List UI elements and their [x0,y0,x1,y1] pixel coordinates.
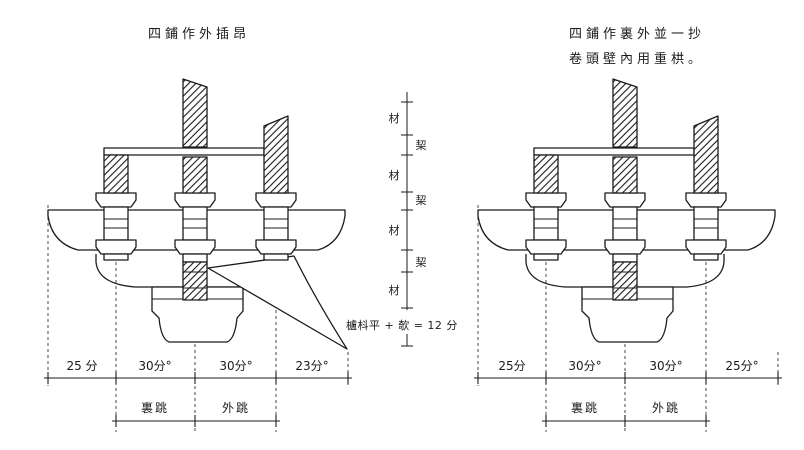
left-dimension-label: 30分° [219,359,252,373]
bracket-arm-section [693,206,719,241]
left-figure-title: 四鋪作外插昂 [148,26,250,42]
scale-label-cai: 材 [389,283,400,297]
small-block-lower [95,239,137,255]
scale-label-qi: 栔 [416,194,427,207]
main-bearing-block [581,286,674,343]
bracket-drawings [44,78,782,432]
beam-end-outer [263,115,289,194]
left-outer-jump-label: 外跳 [222,401,250,415]
left-dimension-label: 25 分 [66,359,97,373]
main-bearing-block [151,286,244,343]
block-neck [182,253,208,263]
longitudinal-beam [103,147,265,156]
right-outer-jump-label: 外跳 [652,401,680,415]
left-bracket-set [44,78,352,432]
small-block-lower [525,239,567,255]
bracket-arm-section [533,206,559,241]
right-figure-title-line-1: 四鋪作裏外並一抄 [569,26,705,42]
right-dimension-label: 25分° [725,359,758,373]
small-block-lower [255,239,297,255]
right-figure-title-line-2: 卷頭壁內用重栱。 [569,51,705,67]
right-dimension-label: 30分° [568,359,601,373]
left-inner-jump-label: 裏跳 [141,400,169,415]
scale-label-qi: 栔 [416,256,427,269]
hatched-block-inner [533,154,559,194]
scale-label-cai: 材 [389,111,400,125]
left-dimension-label: 23分° [295,359,328,373]
right-bracket-set [474,78,782,432]
projecting-arm-section [612,261,638,301]
right-inner-jump-label: 裏跳 [571,400,599,415]
block-neck [693,253,719,261]
small-block-upper [525,192,567,208]
small-block-lower [174,239,216,255]
hatched-block-inner [103,154,129,194]
bracket-arm-section [103,206,129,241]
beam-end-top [612,78,638,148]
block-neck [103,253,129,261]
modular-scale: 材 栔 材 栔 材 栔 材 櫨枓平 + 欹 = 12 分 [346,92,458,347]
bracket-arm-section [612,206,638,241]
beam-end-outer [693,115,719,194]
block-neck [612,253,638,263]
left-figure-labels: 25 分 30分° 30分° 23分° 裏跳 外跳 [66,359,328,415]
scale-label-cai: 材 [389,168,400,182]
right-dimension-label: 30分° [649,359,682,373]
block-neck [263,253,289,261]
hatched-block-middle [612,156,638,194]
cantilever-ang [207,255,348,350]
small-block-upper [95,192,137,208]
hatched-block-middle [182,156,208,194]
right-figure-labels: 25分 30分° 30分° 25分° 裏跳 外跳 [498,359,758,415]
small-block-upper [174,192,216,208]
small-block-upper [604,192,646,208]
scale-label-cai: 材 [389,223,400,237]
block-neck [533,253,559,261]
right-dimension-label: 25分 [498,359,525,373]
small-block-upper [255,192,297,208]
left-dimension-label: 30分° [138,359,171,373]
small-block-lower [685,239,727,255]
scale-base-note: 櫨枓平 + 欹 = 12 分 [346,318,458,332]
small-block-lower [604,239,646,255]
projecting-arm-section [182,261,208,301]
lower-bracket-arm [95,254,243,288]
longitudinal-beam [533,147,695,156]
small-block-upper [685,192,727,208]
bracket-arm-section [182,206,208,241]
scale-label-qi: 栔 [416,139,427,152]
beam-end-top [182,78,208,148]
bracket-arm-section [263,206,289,241]
